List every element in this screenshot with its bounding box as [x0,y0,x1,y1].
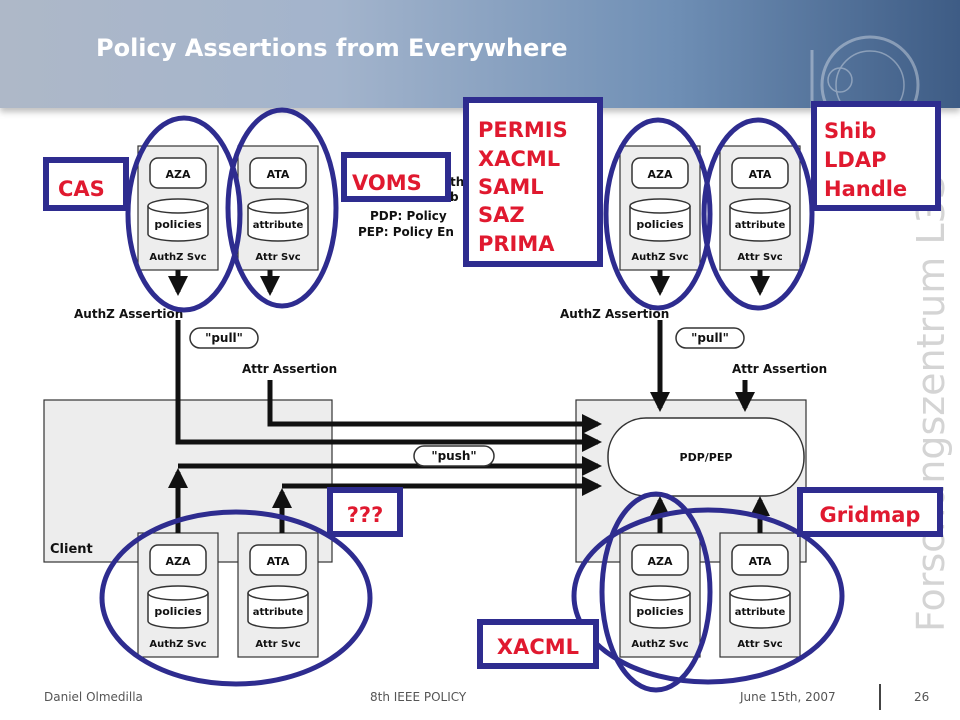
service-block-bottom-right-attr: ATA attribute Attr Svc [719,532,801,658]
ellipse-cas [125,115,243,313]
push-label: "push" [431,449,476,463]
legend-pdp: PDP: Policy [370,209,447,223]
policies-label: policies [154,605,202,618]
ellipse-xacml [599,491,713,693]
policies-label: policies [154,218,202,231]
ata-label: ATA [749,168,772,181]
ellipse-unknown [99,509,373,687]
authz-svc-label: AuthZ Svc [631,639,688,650]
attr-svc-label: Attr Svc [737,639,782,650]
ellipse-voms [225,107,339,309]
annotation-shib-line-2: LDAP [824,148,886,172]
pdp-pep-box [607,417,805,497]
policies-label: policies [636,218,684,231]
policies-label: policies [636,605,684,618]
service-block-top-left: AZA policies AuthZ Svc [137,145,219,271]
pull-pill-right [675,327,745,349]
authz-assertion-right: AuthZ Assertion [560,307,669,321]
legend-pep: PEP: Policy En [358,225,454,239]
annotation-unknown: ??? [347,503,384,527]
attribute-label: attribute [735,607,786,618]
watermark-text: Forschungszentrum L3S [909,175,953,632]
service-block-bottom-left: AZA policies AuthZ Svc [137,532,219,658]
annotation-permis-box [463,97,603,267]
attr-svc-label: Attr Svc [255,252,300,263]
aza-label: AZA [165,168,190,181]
annotation-xacml-box [477,619,599,669]
attr-svc-label: Attr Svc [255,639,300,650]
annotation-shib-line-1: Shib [824,119,876,143]
slide-header [0,0,960,108]
pull-label-right: "pull" [691,331,729,345]
annotation-permis-line-4: SAZ [478,203,525,227]
annotation-voms: VOMS [352,171,422,195]
annotation-voms-box [341,152,451,202]
pull-label-left: "pull" [205,331,243,345]
annotation-gridmap: Gridmap [820,503,921,527]
annotation-permis-line-2: XACML [478,147,560,171]
authz-svc-label: AuthZ Svc [149,639,206,650]
annotation-shib-box [811,101,941,211]
attr-assertion-left: Attr Assertion [242,362,337,376]
ellipse-shib [701,117,815,311]
aza-label: AZA [647,168,672,181]
pdp-pep-label: PDP/PEP [680,451,733,464]
service-block-top-left-attr: ATA attribute Attr Svc [237,145,319,271]
pull-pill-left [189,327,259,349]
annotation-permis-line-1: PERMIS [478,118,568,142]
annotation-cas-box [43,157,129,211]
attr-svc-label: Attr Svc [737,252,782,263]
ata-label: ATA [749,555,772,568]
annotation-permis-line-5: PRIMA [478,232,555,256]
attribute-label: attribute [253,220,304,231]
legend-fragment-2: b [450,190,459,204]
footer-date: June 15th, 2007 [740,690,836,704]
footer-separator [879,684,881,710]
footer-page-number: 26 [914,690,930,704]
annotation-gridmap-box [797,487,943,537]
annotation-permis-line-3: SAML [478,175,544,199]
legend-fragment-1: th [450,175,464,189]
service-block-bottom-right: AZA policies AuthZ Svc [619,532,701,658]
aza-label: AZA [165,555,190,568]
annotation-xacml: XACML [497,635,579,659]
aza-label: AZA [647,555,672,568]
footer-event: 8th IEEE POLICY [370,690,467,704]
ellipse-gridmap [571,507,845,685]
authz-svc-label: AuthZ Svc [631,252,688,263]
footer-author: Daniel Olmedilla [44,690,143,704]
attribute-label: attribute [735,220,786,231]
push-pill [413,445,495,467]
service-block-top-right: AZA policies AuthZ Svc [619,145,701,271]
ata-label: ATA [267,555,290,568]
service-block-top-right-attr: ATA attribute Attr Svc [719,145,801,271]
ata-label: ATA [267,168,290,181]
highlight-ellipses [99,107,845,693]
annotation-cas: CAS [58,177,105,201]
client-label: Client [50,542,93,557]
authz-svc-label: AuthZ Svc [149,252,206,263]
authz-assertion-left: AuthZ Assertion [74,307,183,321]
slide-title: Policy Assertions from Everywhere [96,34,568,62]
attr-assertion-right: Attr Assertion [732,362,827,376]
annotation-shib-line-3: Handle [824,177,907,201]
annotation-unknown-box [327,487,403,537]
attribute-label: attribute [253,607,304,618]
ellipse-permis [603,117,713,311]
service-block-bottom-left-attr: ATA attribute Attr Svc [237,532,319,658]
